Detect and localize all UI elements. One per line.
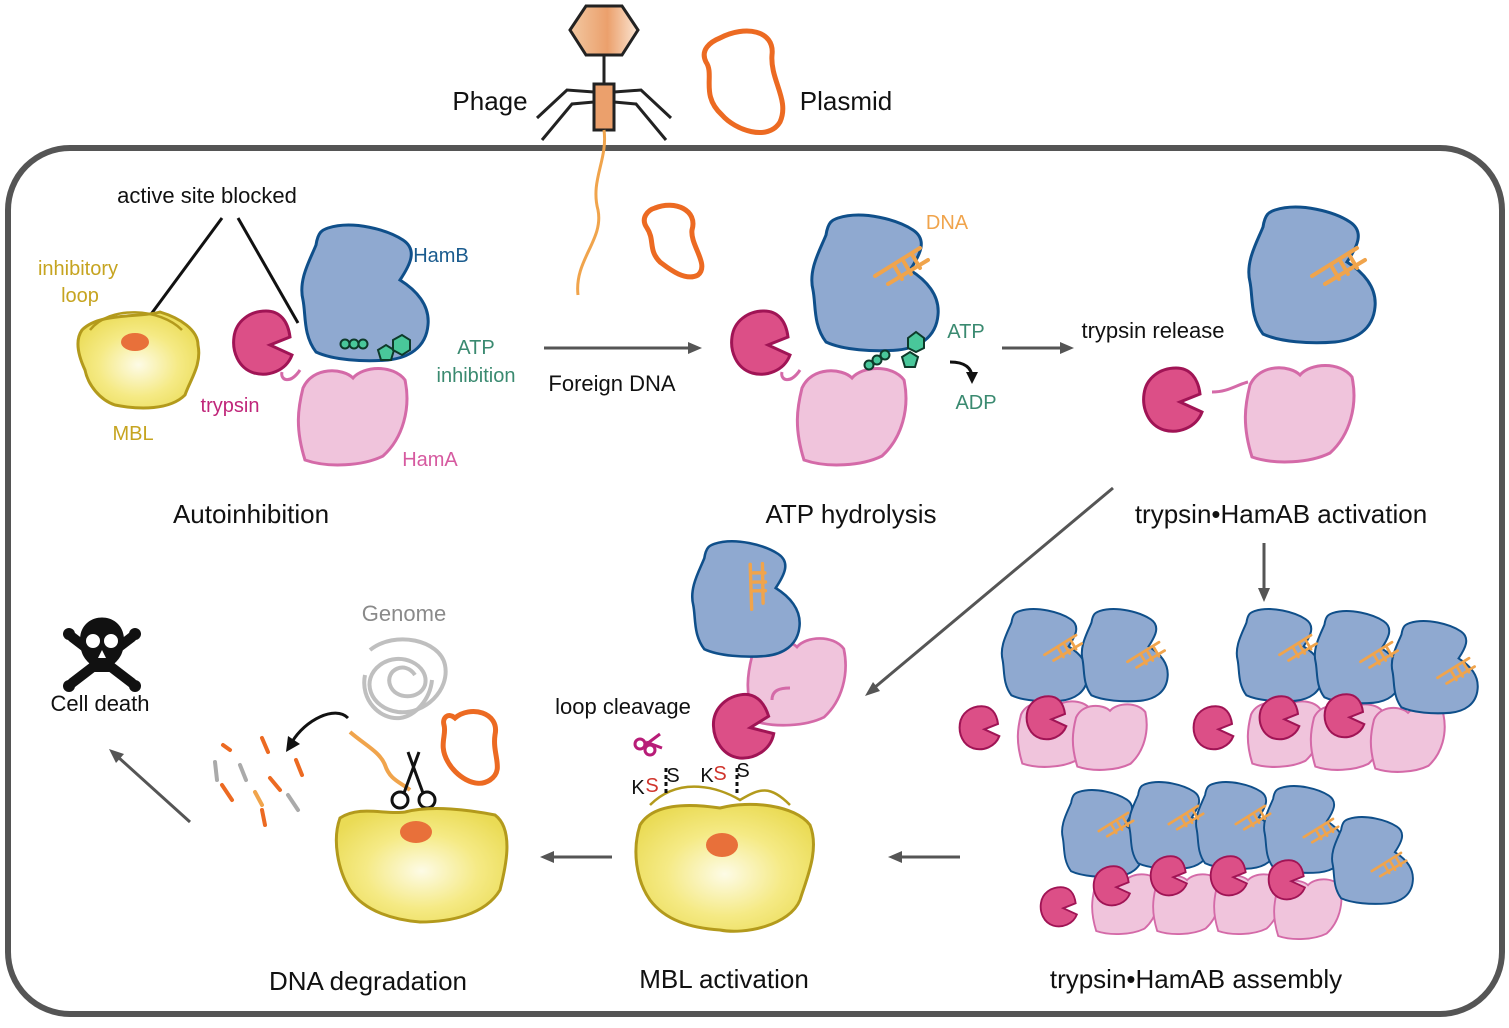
atp-label: ATP [947, 321, 984, 343]
atp-inhibition-label: ATP [457, 337, 494, 359]
genome-label: Genome [362, 601, 446, 626]
genome-icon [362, 637, 448, 721]
atp-icon [339, 333, 411, 361]
mbl-icon [634, 785, 815, 933]
panel-title-mbl-activation: MBL activation [639, 964, 809, 994]
panel-title-atp-hydrolysis: ATP hydrolysis [766, 499, 937, 529]
dna-label: DNA [926, 212, 969, 234]
panel-title-autoinhibition: Autoinhibition [173, 499, 329, 529]
arrow-diagonal [865, 486, 1114, 696]
serine-label: S [666, 765, 679, 787]
linker [780, 369, 802, 382]
plasmid-icon-inside [641, 202, 705, 280]
loop-cleavage-label: loop cleavage [555, 694, 691, 719]
linker [1211, 380, 1249, 394]
serine-label: S [736, 760, 749, 782]
panel-title-dna-degradation: DNA degradation [269, 966, 467, 996]
arrow-right [544, 342, 702, 354]
lysine-label: K [631, 777, 645, 799]
arrow-left [540, 851, 612, 863]
linker [770, 686, 791, 701]
adp-label: ADP [955, 392, 996, 414]
active-site-label: active site blocked [117, 183, 297, 208]
skull-crossbones-icon [63, 617, 141, 692]
trypsin-release-label: trypsin release [1081, 318, 1224, 343]
degradation-arrow-head [286, 736, 300, 752]
arrow-down [1258, 543, 1270, 602]
phage-icon [535, 4, 673, 296]
linker [280, 369, 302, 382]
degradation-arrow [290, 711, 350, 743]
hydrolysis-arrow-head [966, 372, 978, 384]
inhibitory-loop-label: loop [61, 285, 99, 307]
serine-label: S [713, 763, 726, 785]
trypsin-label: trypsin [201, 395, 260, 417]
hama-label: HamA [402, 449, 458, 471]
mbl-label: MBL [112, 423, 153, 445]
arrow-diagonal [109, 749, 192, 824]
scissors-icon [633, 732, 663, 757]
panel-title-activation: trypsin•HamAB activation [1135, 499, 1427, 529]
cell-death-label: Cell death [50, 691, 149, 716]
arrow-left [888, 851, 960, 863]
plasmid-icon [701, 28, 786, 135]
pointer-line [236, 217, 300, 324]
phage-label: Phage [452, 86, 527, 116]
atp-icon [863, 330, 925, 371]
panel-title-assembly: trypsin•HamAB assembly [1050, 964, 1342, 994]
atp-inhibition-label: inhibition [437, 365, 516, 387]
hamb-label: HamB [413, 245, 469, 267]
mbl-icon [76, 310, 201, 410]
hamb-icon [690, 540, 801, 658]
plasmid-label: Plasmid [800, 86, 892, 116]
foreign-dna-label: Foreign DNA [548, 371, 675, 396]
mbl-icon [334, 807, 509, 924]
dna-fragments [213, 736, 304, 827]
lysine-label: K [700, 765, 714, 787]
hamb-icon [810, 213, 940, 353]
phage-dna [348, 730, 412, 792]
arrow-right [1002, 342, 1074, 354]
inhibitory-loop-label: inhibitory [38, 258, 118, 280]
serine-label: S [645, 775, 658, 797]
scissors-icon [390, 751, 437, 810]
plasmid-icon [440, 709, 500, 786]
